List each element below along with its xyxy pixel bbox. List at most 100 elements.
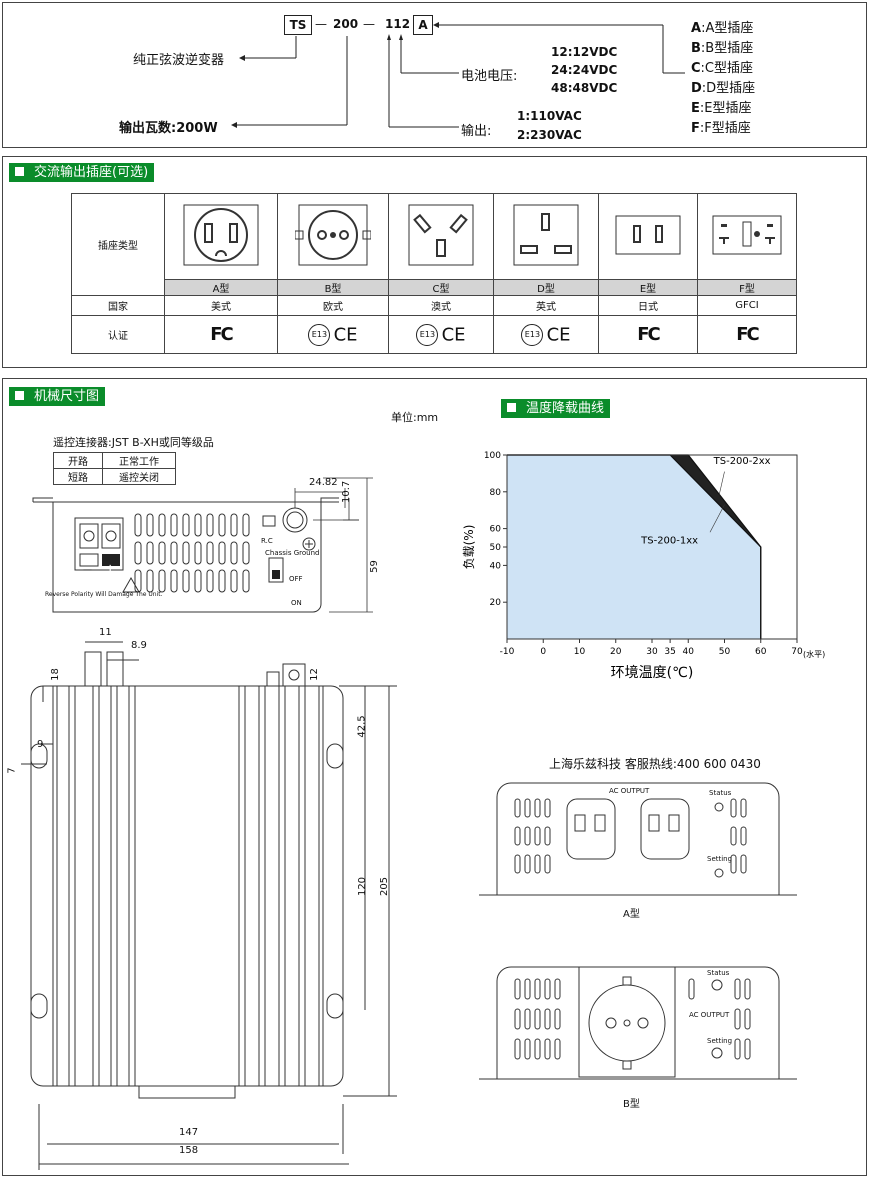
panel-b-caption: B型 xyxy=(623,1099,640,1110)
part-code-leader-lines xyxy=(231,22,685,128)
title-square-icon xyxy=(507,403,516,412)
dim-12: 12 xyxy=(308,668,320,681)
remote-cell: 正常工作 xyxy=(102,452,176,469)
x-tick-label: 40 xyxy=(683,647,695,657)
derating-area xyxy=(507,455,761,639)
socket-c-icon xyxy=(408,204,474,266)
socket-option-e: E:E型插座 xyxy=(691,101,752,116)
cert-e: FC xyxy=(598,315,698,354)
panel-b-ac-output: AC OUTPUT xyxy=(689,1011,730,1019)
contact-text: 上海乐兹科技 客服热线:400 600 0430 xyxy=(549,757,761,771)
y-tick-label: 40 xyxy=(490,561,502,571)
socket-option-b: B:B型插座 xyxy=(691,41,754,56)
e13-mark-icon: E13 xyxy=(521,323,544,346)
code-value-200: 200 xyxy=(333,17,359,31)
country-c: 澳式 xyxy=(388,295,494,316)
mech-panel: 机械尺寸图 单位:mm 温度降载曲线 遥控连接器:JST B-XH或同等级品 开… xyxy=(2,378,867,1176)
series-label-1: TS-200-1xx xyxy=(640,535,698,546)
ground-label: Chassis Ground xyxy=(265,549,320,557)
country-e: 日式 xyxy=(598,295,698,316)
on-label: ON xyxy=(291,599,302,607)
socket-option-c: C:C型插座 xyxy=(691,61,754,76)
x-tick-label: 30 xyxy=(646,647,658,657)
socket-table: 插座类型 A型 B型 C型 D型 E型 xyxy=(71,193,797,354)
panel-b-status: Status xyxy=(707,969,730,977)
y-axis-label: 负载(%) xyxy=(462,525,476,570)
cert-b: E13 CE xyxy=(277,315,389,354)
x-tick-label: 20 xyxy=(610,647,622,657)
front-panel-a xyxy=(479,782,797,896)
cert-a: FC xyxy=(164,315,278,354)
country-a: 美式 xyxy=(164,295,278,316)
panel-a-ac-output: AC OUTPUT xyxy=(609,787,650,795)
series-label-2: TS-200-2xx xyxy=(713,456,771,467)
type-label-b: B型 xyxy=(277,279,389,296)
x-tick-label: 10 xyxy=(574,647,586,657)
dim-24-82: 24.82 xyxy=(309,477,338,488)
e13-mark-icon: E13 xyxy=(308,323,331,346)
socket-panel: 交流输出插座(可选) 插座类型 A型 B型 xyxy=(2,156,867,368)
code-box-ts: TS xyxy=(284,15,312,35)
cert-c: E13 CE xyxy=(388,315,494,354)
battery-value-48: 48:48VDC xyxy=(551,81,618,95)
dim-42-5: 42.5 xyxy=(356,715,368,738)
title-square-icon xyxy=(15,391,24,400)
off-label: OFF xyxy=(289,575,303,583)
y-tick-label: 50 xyxy=(490,543,502,553)
type-label-e: E型 xyxy=(598,279,698,296)
dim-158: 158 xyxy=(179,1145,199,1156)
output-value-110: 1:110VAC xyxy=(517,109,582,123)
row-label-type: 插座类型 xyxy=(71,193,165,296)
country-f: GFCI xyxy=(697,295,797,316)
panel-a-caption: A型 xyxy=(623,909,640,920)
socket-b-icon xyxy=(294,204,372,266)
fc-mark-icon: FC xyxy=(736,324,759,345)
code-label-output: 输出: xyxy=(461,124,492,139)
y-tick-label: 20 xyxy=(490,598,502,608)
cert-d: E13 CE xyxy=(493,315,599,354)
type-label-d: D型 xyxy=(493,279,599,296)
socket-img-c xyxy=(388,193,494,280)
output-value-230: 2:230VAC xyxy=(517,128,582,142)
battery-value-24: 24:24VDC xyxy=(551,63,618,77)
warning-label: Reverse Polarity Will Damage The Unit. xyxy=(45,591,163,598)
x-axis-label: 环境温度(℃) xyxy=(611,665,694,681)
terminal-plus: + xyxy=(106,563,115,574)
code-value-112: 112 xyxy=(385,17,411,31)
remote-table: 开路正常工作 短路遥控关闭 xyxy=(53,452,176,485)
socket-option-list: A:A型插座 B:B型插座 C:C型插座 D:D型插座 E:E型插座 F:F型插… xyxy=(691,19,755,139)
y-tick-label: 100 xyxy=(484,451,501,461)
code-label-wattage: 输出瓦数:200W xyxy=(119,121,218,136)
panel-b-setting: Setting xyxy=(707,1037,733,1045)
title-square-icon xyxy=(15,167,24,176)
terminal-minus: — xyxy=(83,565,92,575)
series-leader-1 xyxy=(709,504,725,533)
type-label-c: C型 xyxy=(388,279,494,296)
x-tick-label: 60 xyxy=(755,647,767,657)
socket-img-a xyxy=(164,193,278,280)
y-tick-label: 60 xyxy=(490,525,502,535)
dim-7: 7 xyxy=(6,767,18,774)
front-panel-b xyxy=(479,966,797,1080)
ce-mark-icon: CE xyxy=(333,324,358,345)
row-label-cert: 认证 xyxy=(71,315,165,354)
dim-18: 18 xyxy=(49,668,61,681)
socket-d-icon xyxy=(513,204,579,266)
socket-img-f xyxy=(697,193,797,280)
type-label-a: A型 xyxy=(164,279,278,296)
country-d: 英式 xyxy=(493,295,599,316)
code-label-battery: 电池电压: xyxy=(461,69,518,84)
fc-mark-icon: FC xyxy=(210,324,233,345)
x-tick-label: 35 xyxy=(664,647,675,657)
battery-value-12: 12:12VDC xyxy=(551,45,618,59)
dim-11: 11 xyxy=(99,627,112,638)
mech-section-title: 机械尺寸图 xyxy=(9,387,106,406)
code-label-type: 纯正弦波逆变器 xyxy=(133,53,225,68)
code-dash-2: — xyxy=(363,17,375,31)
country-b: 欧式 xyxy=(277,295,389,316)
socket-img-b xyxy=(277,193,389,280)
dim-9: 9 xyxy=(37,739,44,750)
row-label-country: 国家 xyxy=(71,295,165,316)
remote-title: 遥控连接器:JST B-XH或同等级品 xyxy=(53,436,214,449)
panel-a-setting: Setting xyxy=(707,855,733,863)
